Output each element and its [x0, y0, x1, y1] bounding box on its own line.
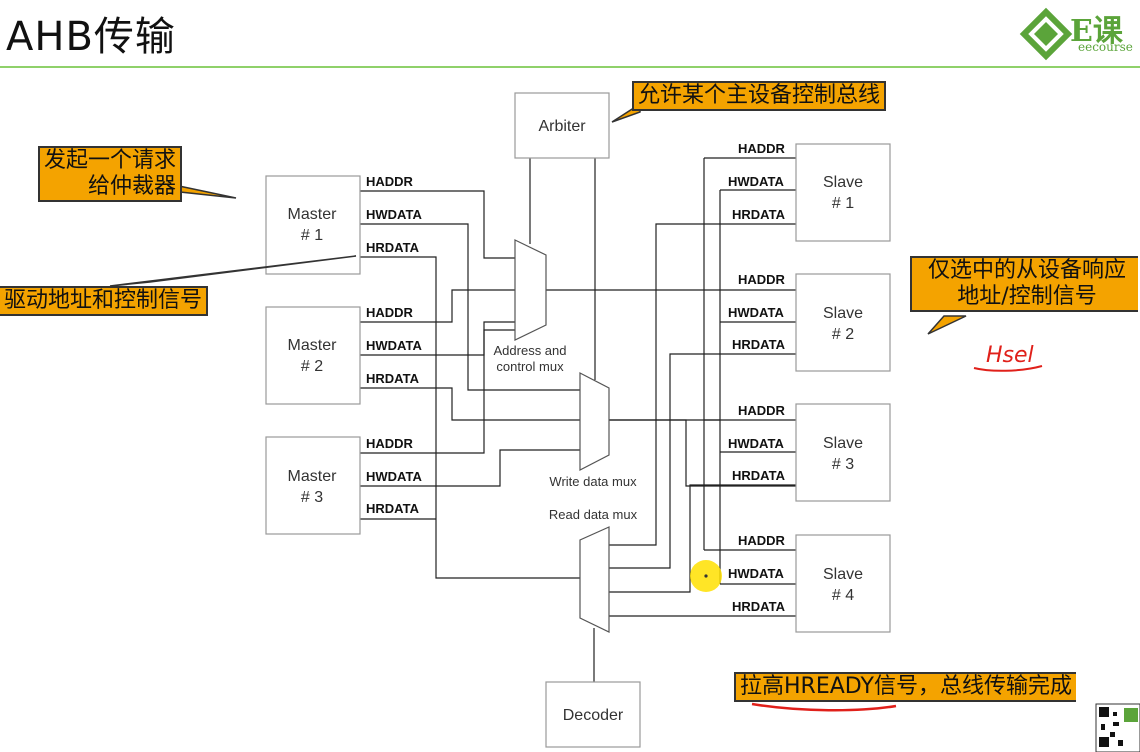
master-2-label: Master: [288, 337, 338, 354]
handwritten-hsel: Hsel: [986, 343, 1034, 368]
handwritten-underline-hready: [751, 702, 897, 712]
s2-hwdata-label: HWDATA: [728, 305, 784, 320]
slave-2-block: Slave # 2: [795, 273, 891, 372]
master-1-block: Master # 1: [265, 175, 361, 275]
m2-hrdata-wire: [360, 387, 580, 421]
logo-mark: E课: [1070, 14, 1123, 49]
read-mux-label: Read data mux: [549, 507, 638, 522]
arbiter-label: Arbiter: [538, 118, 586, 135]
s3-hrdata-wire: [609, 484, 796, 593]
page-title: AHB传输: [6, 14, 176, 60]
qr-code-icon: [1095, 703, 1140, 752]
slave-1-number: # 1: [832, 195, 854, 212]
m3-hrdata-label: HRDATA: [366, 501, 420, 516]
request-callout-line1: 发起一个请求: [44, 148, 177, 173]
m3-haddr-wire: [360, 329, 515, 454]
s4-hrdata-label: HRDATA: [732, 599, 786, 614]
cursor-dot-icon: [704, 574, 708, 578]
request-callout-line2: 给仲裁器: [88, 174, 177, 199]
arbiter-callout-text: 允许某个主设备控制总线: [638, 83, 881, 108]
s2-hrdata-wire: [609, 353, 796, 569]
bus-wires: [360, 157, 796, 682]
decoder-block: Decoder: [545, 681, 641, 748]
m2-haddr-label: HADDR: [366, 305, 414, 320]
hready-callout-text: 拉高HREADY信号，总线传输完成: [740, 674, 1072, 699]
m2-hrdata-label: HRDATA: [366, 371, 420, 386]
slave-3-number: # 3: [832, 456, 854, 473]
master-2-block: Master # 2: [265, 306, 361, 405]
s3-hrdata-label: HRDATA: [732, 468, 786, 483]
address-mux-label-2: control mux: [496, 359, 564, 374]
s4-haddr-label: HADDR: [738, 533, 786, 548]
slave-2-label: Slave: [823, 305, 863, 322]
write-data-mux: [579, 372, 610, 471]
drive-callout-text: 驱动地址和控制信号: [4, 288, 203, 313]
m1-hrdata-wire: [360, 256, 580, 579]
m1-hrdata-label: HRDATA: [366, 240, 420, 255]
slave-callout-line1: 仅选中的从设备响应: [927, 258, 1126, 283]
title-divider: [0, 66, 1140, 68]
s2-haddr-label: HADDR: [738, 272, 786, 287]
slave-4-label: Slave: [823, 566, 863, 583]
slave-1-label: Slave: [823, 174, 863, 191]
slave-3-block: Slave # 3: [795, 403, 891, 502]
m2-haddr-wire: [360, 289, 515, 323]
s3-haddr-label: HADDR: [738, 403, 786, 418]
arbiter-block: Arbiter: [514, 92, 610, 159]
drive-callout-tail: [109, 255, 357, 287]
logo-diamond-icon: [1019, 7, 1073, 61]
m1-haddr-wire: [360, 190, 515, 259]
slave-4-number: # 4: [832, 587, 854, 604]
address-control-mux: [514, 239, 547, 341]
slave-response-callout: 仅选中的从设备响应 地址/控制信号: [910, 256, 1138, 312]
s2-hrdata-label: HRDATA: [732, 337, 786, 352]
m1-haddr-label: HADDR: [366, 174, 414, 189]
m1-hwdata-label: HWDATA: [366, 207, 422, 222]
slave-3-label: Slave: [823, 435, 863, 452]
m1-hwdata-wire: [360, 223, 580, 391]
arbiter-callout: 允许某个主设备控制总线: [632, 81, 887, 111]
slave-callout-tail: [927, 315, 967, 335]
m3-hwdata-label: HWDATA: [366, 469, 422, 484]
decoder-label: Decoder: [563, 707, 624, 724]
hready-callout: 拉高HREADY信号，总线传输完成: [734, 672, 1076, 702]
logo-subtitle: eecourse: [1078, 40, 1133, 54]
master-2-number: # 2: [301, 358, 323, 375]
s1-hrdata-wire: [609, 223, 796, 546]
m3-hwdata-wire: [360, 449, 580, 487]
s1-hwdata-label: HWDATA: [728, 174, 784, 189]
s1-hrdata-label: HRDATA: [732, 207, 786, 222]
write-mux-label: Write data mux: [549, 474, 637, 489]
slave-1-block: Slave # 1: [795, 143, 891, 242]
decoder-wire-top: [609, 419, 796, 487]
s3-hwdata-label: HWDATA: [728, 436, 784, 451]
master-3-block: Master # 3: [265, 436, 361, 535]
master-3-number: # 3: [301, 489, 323, 506]
master-1-number: # 1: [301, 227, 323, 244]
eecourse-logo: E课 eecourse: [1018, 4, 1140, 61]
s4-hwdata-label: HWDATA: [728, 566, 784, 581]
m2-hwdata-label: HWDATA: [366, 338, 422, 353]
read-data-mux: [579, 526, 610, 633]
slave-2-number: # 2: [832, 326, 854, 343]
handwritten-underline-hsel: [973, 365, 1043, 372]
address-mux-label-1: Address and: [494, 343, 567, 358]
s1-haddr-label: HADDR: [738, 141, 786, 156]
drive-callout: 驱动地址和控制信号: [0, 286, 209, 316]
m3-haddr-label: HADDR: [366, 436, 414, 451]
slave-callout-line2: 地址/控制信号: [957, 284, 1097, 309]
master-3-label: Master: [288, 468, 338, 485]
slave-4-block: Slave # 4: [795, 534, 891, 633]
request-callout: 发起一个请求 给仲裁器: [38, 146, 183, 202]
master-1-label: Master: [288, 206, 338, 223]
